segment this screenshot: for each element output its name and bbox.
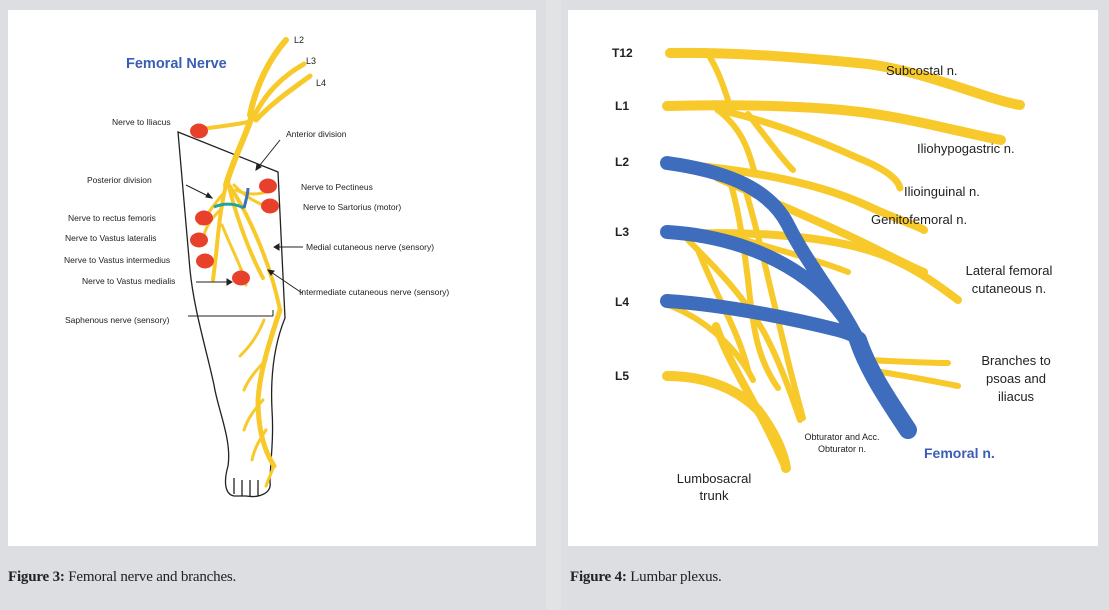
label-medial-cutaneous: Medial cutaneous nerve (sensory) bbox=[306, 242, 434, 252]
figure-4-caption-text: Lumbar plexus. bbox=[626, 569, 722, 585]
label-branches-line3: iliacus bbox=[998, 389, 1035, 404]
label-nerve-to-iliacus: Nerve to Iliacus bbox=[112, 117, 171, 127]
posterior-division-marker bbox=[213, 202, 245, 210]
figure-3-caption: Figure 3: Femoral nerve and branches. bbox=[8, 569, 236, 586]
leg-outline bbox=[177, 131, 286, 498]
figure-3-caption-number: Figure 3: bbox=[8, 569, 65, 585]
label-lumbosacral-line2: trunk bbox=[700, 488, 729, 503]
figure-3-panel: Femoral Nerve L2 L3 L4 Nerve to Iliacus … bbox=[0, 0, 546, 610]
figure-3-caption-text: Femoral nerve and branches. bbox=[64, 569, 237, 585]
figure-4-panel: T12 L1 L2 L3 L4 L5 Subcostal n. Iliohypo… bbox=[561, 0, 1109, 610]
root-l2: L2 bbox=[615, 155, 629, 169]
root-l1: L1 bbox=[615, 99, 629, 113]
label-saphenous: Saphenous nerve (sensory) bbox=[65, 315, 170, 325]
label-lateral-femoral-line2: cutaneous n. bbox=[972, 281, 1046, 296]
nerve-labels: Subcostal n. Iliohypogastric n. Ilioingu… bbox=[677, 63, 1053, 503]
label-lumbosacral-line1: Lumbosacral bbox=[677, 471, 752, 486]
label-iliohypogastric: Iliohypogastric n. bbox=[917, 141, 1015, 156]
root-t12: T12 bbox=[612, 46, 633, 60]
label-lateral-femoral-line1: Lateral femoral bbox=[966, 263, 1053, 278]
root-l5: L5 bbox=[615, 369, 629, 383]
femoral-nerve-diagram: Femoral Nerve L2 L3 L4 Nerve to Iliacus … bbox=[64, 35, 449, 498]
dot-pectineus bbox=[259, 178, 277, 194]
figure-3-title: Femoral Nerve bbox=[126, 56, 227, 72]
root-l3: L3 bbox=[615, 225, 629, 239]
label-subcostal: Subcostal n. bbox=[886, 63, 958, 78]
root-labels: T12 L1 L2 L3 L4 L5 bbox=[612, 46, 633, 383]
label-nerve-to-vastus-intermedius: Nerve to Vastus intermedius bbox=[64, 255, 170, 265]
label-obturator-line1: Obturator and Acc. bbox=[804, 432, 879, 442]
label-nerve-to-sartorius: Nerve to Sartorius (motor) bbox=[303, 202, 401, 212]
femoral-nerve-blue bbox=[660, 156, 917, 439]
label-femoral: Femoral n. bbox=[924, 445, 995, 461]
figure-4-caption: Figure 4: Lumbar plexus. bbox=[570, 569, 722, 586]
anterior-division-marker bbox=[242, 187, 250, 209]
root-l2: L2 bbox=[294, 35, 304, 45]
root-l4: L4 bbox=[615, 295, 629, 309]
label-nerve-to-rectus-femoris: Nerve to rectus femoris bbox=[68, 213, 156, 223]
dot-iliacus bbox=[190, 123, 208, 139]
leader-lines bbox=[185, 139, 303, 317]
dot-rectus-femoris bbox=[195, 210, 213, 226]
label-anterior-division: Anterior division bbox=[286, 129, 347, 139]
label-branches-line1: Branches to bbox=[981, 353, 1050, 368]
label-intermediate-cutaneous: Intermediate cutaneous nerve (sensory) bbox=[299, 287, 449, 297]
label-nerve-to-vastus-lateralis: Nerve to Vastus lateralis bbox=[65, 233, 157, 243]
label-nerve-to-pectineus: Nerve to Pectineus bbox=[301, 182, 373, 192]
dot-vastus-lateralis bbox=[190, 232, 208, 248]
figure-4-image: T12 L1 L2 L3 L4 L5 Subcostal n. Iliohypo… bbox=[568, 10, 1098, 546]
label-obturator-line2: Obturator n. bbox=[818, 444, 866, 454]
dot-vastus-intermedius bbox=[196, 253, 214, 269]
label-branches-line2: psoas and bbox=[986, 371, 1046, 386]
label-genitofemoral: Genitofemoral n. bbox=[871, 212, 967, 227]
nerve-branches bbox=[192, 37, 313, 488]
root-l4: L4 bbox=[316, 78, 326, 88]
lumbar-plexus-diagram: T12 L1 L2 L3 L4 L5 Subcostal n. Iliohypo… bbox=[612, 46, 1053, 503]
root-l3: L3 bbox=[306, 56, 316, 66]
figure-4-caption-number: Figure 4: bbox=[570, 569, 627, 585]
figure-3-image: Femoral Nerve L2 L3 L4 Nerve to Iliacus … bbox=[8, 10, 536, 546]
muscle-dots bbox=[190, 123, 279, 286]
dot-sartorius bbox=[261, 198, 279, 214]
plexus-yellow-nerves bbox=[662, 47, 1025, 473]
label-posterior-division: Posterior division bbox=[87, 175, 152, 185]
label-ilioinguinal: Ilioinguinal n. bbox=[904, 184, 980, 199]
label-nerve-to-vastus-medialis: Nerve to Vastus medialis bbox=[82, 276, 175, 286]
dot-vastus-medialis bbox=[232, 270, 250, 286]
